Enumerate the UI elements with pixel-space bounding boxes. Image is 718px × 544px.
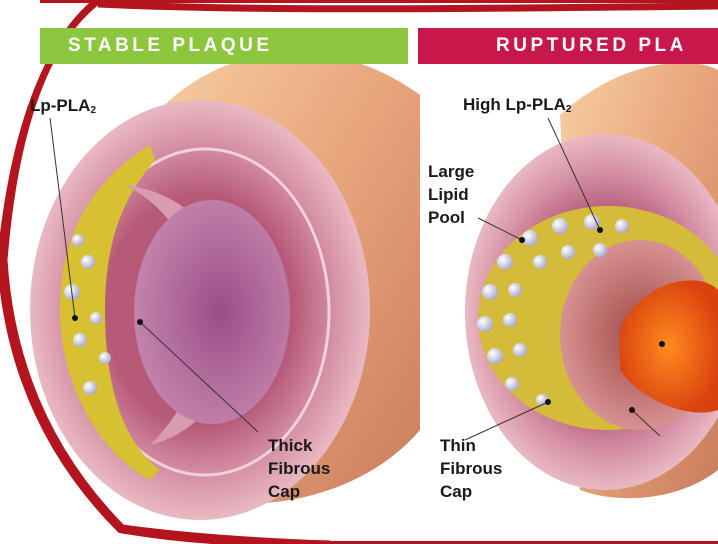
ruptured-plaque-header: RUPTURED PLA: [418, 28, 718, 64]
stable-vessel: [30, 52, 420, 520]
label-thick-fibrous-cap: Thick Fibrous Cap: [268, 434, 330, 503]
ruptured-plaque-header-text: RUPTURED PLA: [496, 35, 687, 57]
ruptured-vessel: [465, 63, 718, 498]
stable-plaque-header-text: STABLE PLAQUE: [68, 35, 273, 57]
label-high-lp-pla2: High Lp-PLA2: [463, 93, 571, 121]
label-large-lipid-pool: Large Lipid Pool: [428, 160, 474, 229]
label-lp-pla2: Lp-PLA2: [30, 94, 96, 122]
stable-plaque-header: STABLE PLAQUE: [40, 28, 408, 64]
label-thin-fibrous-cap: Thin Fibrous Cap: [440, 434, 502, 503]
